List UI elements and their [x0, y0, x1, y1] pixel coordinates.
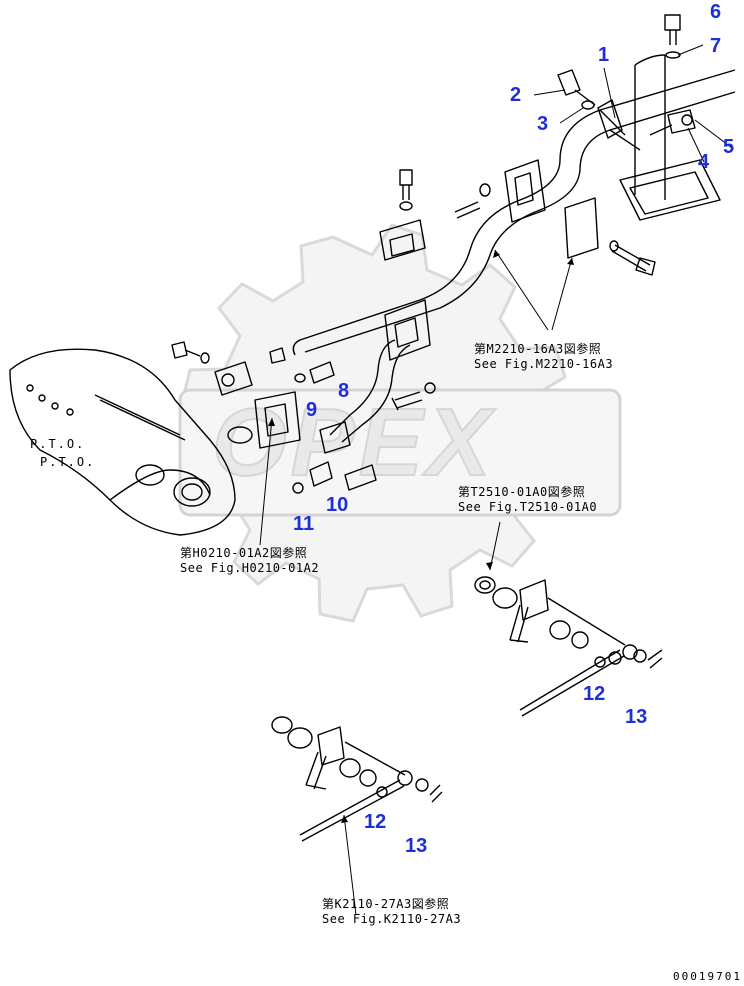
reference-k2110: 第K2110-27A3図参照 See Fig.K2110-27A3 [322, 897, 461, 927]
pto-label-1: P.T.O. [30, 437, 86, 451]
callout-12-lower: 12 [364, 811, 387, 833]
callout-11: 11 [293, 513, 315, 535]
callout-1: 1 [598, 44, 610, 66]
pto-label-2: P.T.O. [40, 455, 96, 469]
reference-t2510-en: See Fig.T2510-01A0 [458, 500, 598, 514]
callout-7: 7 [710, 35, 722, 57]
callout-10: 10 [326, 494, 349, 516]
callout-2: 2 [510, 84, 522, 106]
reference-m2210-en: See Fig.M2210-16A3 [474, 357, 614, 371]
part-number: 00019701 [673, 970, 742, 983]
fuel-pipe-lower [304, 91, 736, 353]
callout-13-upper: 13 [625, 706, 648, 728]
watermark-text: OPEX [211, 388, 495, 497]
column-pipe-icon [619, 54, 721, 221]
callout-6: 6 [710, 1, 722, 23]
reference-k2110-jp: 第K2110-27A3図参照 [322, 897, 450, 911]
reference-h0210: 第H0210-01A2図参照 See Fig.H0210-01A2 [180, 546, 319, 576]
callout-5: 5 [723, 136, 735, 158]
reference-t2510: 第T2510-01A0図参照 See Fig.T2510-01A0 [458, 485, 597, 515]
reference-h0210-en: See Fig.H0210-01A2 [180, 561, 320, 575]
reference-k2110-en: See Fig.K2110-27A3 [322, 912, 462, 926]
callout-8: 8 [338, 380, 350, 402]
reference-m2210: 第M2210-16A3図参照 See Fig.M2210-16A3 [474, 342, 613, 372]
pto-housing [9, 348, 236, 536]
reference-h0210-jp: 第H0210-01A2図参照 [180, 546, 308, 560]
reference-t2510-jp: 第T2510-01A0図参照 [458, 485, 586, 499]
callout-9: 9 [306, 399, 318, 421]
callout-3: 3 [537, 113, 549, 135]
callout-13-lower: 13 [405, 835, 428, 857]
callout-12-upper: 12 [583, 683, 606, 705]
callout-4: 4 [698, 151, 710, 173]
fuel-pipe-upper [292, 69, 736, 356]
reference-m2210-jp: 第M2210-16A3図参照 [474, 342, 602, 356]
